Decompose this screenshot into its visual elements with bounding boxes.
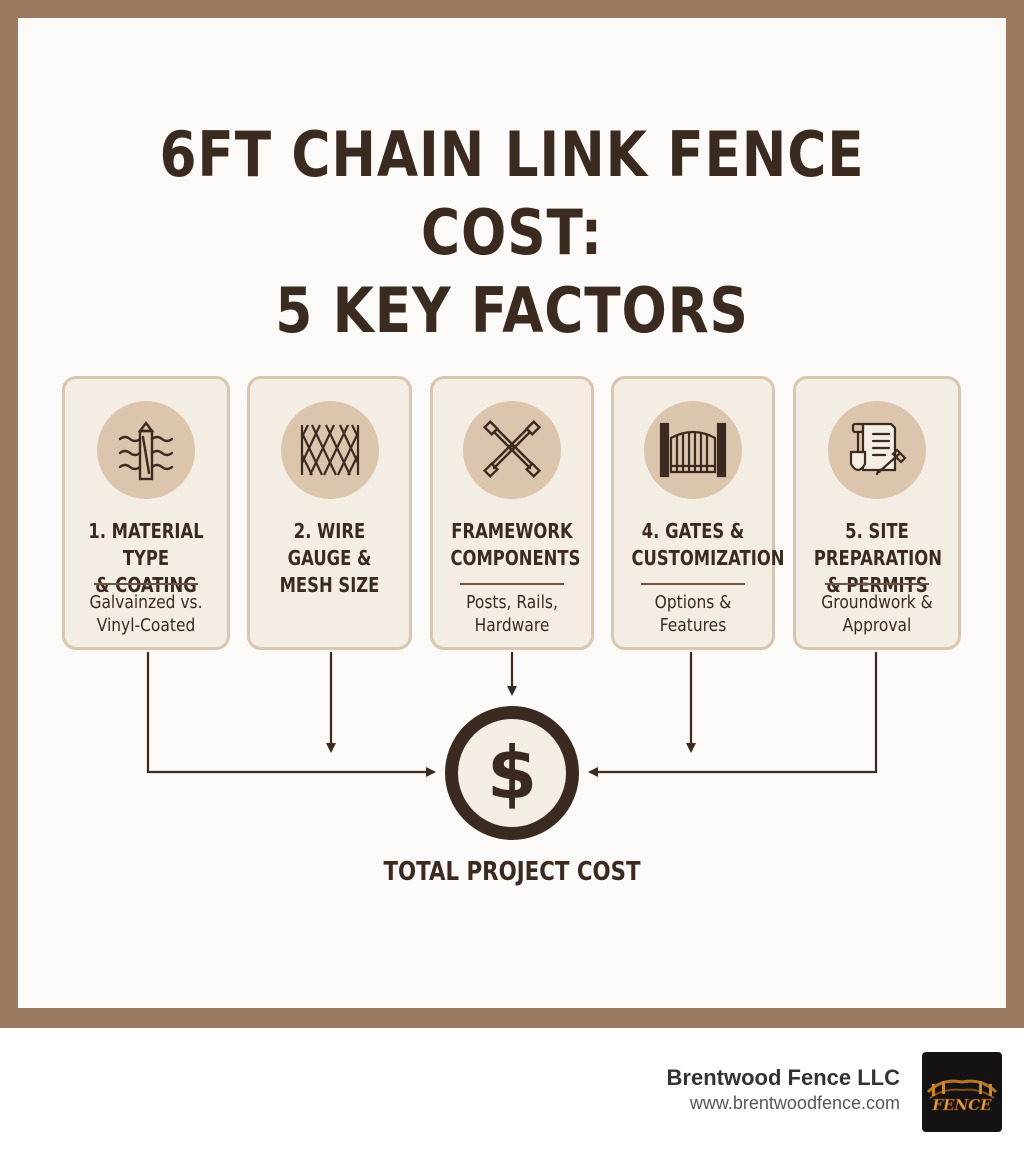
dollar-icon: $ [445, 706, 579, 840]
connector-site-prep [588, 652, 878, 777]
factor-subtitle: Posts, Rails, Hardware [466, 592, 558, 636]
factor-subtitle: Options & Features [654, 592, 732, 636]
chain-mesh-icon [280, 401, 379, 499]
company-name: Brentwood Fence LLC [666, 1065, 900, 1090]
divider [825, 583, 929, 585]
page-title: 6FT CHAIN LINK FENCE COST: 5 KEY FACTORS [72, 116, 953, 350]
connector-material [146, 652, 436, 777]
factor-card-material: 1. MATERIAL TYPE & COATING Galvainzed vs… [62, 376, 230, 650]
factor-title: 1. MATERIAL TYPE & COATING [88, 519, 204, 597]
divider [94, 583, 198, 585]
factor-subtitle: Galvainzed vs. Vinyl-Coated [89, 592, 203, 636]
dollar-symbol: $ [486, 731, 538, 815]
factor-card-framework: FRAMEWORK COMPONENTS Posts, Rails, Hardw… [430, 376, 594, 650]
factor-title: FRAMEWORK COMPONENTS [450, 519, 581, 570]
title-line-2: 5 KEY FACTORS [275, 274, 749, 347]
factor-card-gates: 4. GATES & CUSTOMIZATION Options & Featu… [611, 376, 784, 650]
gate-icon [644, 401, 742, 499]
shovel-permit-icon [828, 401, 926, 499]
factor-title: 5. SITE PREPARATION & PERMITS [813, 519, 942, 597]
brand-block: Brentwood Fence LLC www.brentwoodfence.c… [667, 1065, 900, 1115]
divider [641, 583, 745, 585]
factor-card-wire-gauge: 2. WIRE GAUGE & MESH SIZE [247, 376, 412, 650]
factor-subtitle: Groundwork & Approval [821, 592, 933, 636]
factor-title: 2. WIRE GAUGE & MESH SIZE [279, 519, 380, 597]
factor-card-site-prep: 5. SITE PREPARATION & PERMITS Groundwork… [793, 376, 961, 650]
company-url[interactable]: www.brentwoodfence.com [689, 1093, 900, 1113]
title-line-1: 6FT CHAIN LINK FENCE COST: [159, 118, 865, 269]
logo-text: FENCE [931, 1096, 992, 1114]
total-cost-label: TOTAL PROJECT COST [383, 857, 641, 887]
flow-connectors [146, 652, 878, 777]
company-logo: FENCE [922, 1052, 1002, 1132]
divider [460, 583, 564, 585]
crossed-posts-icon [463, 401, 561, 499]
fence-post-icon [97, 401, 195, 499]
